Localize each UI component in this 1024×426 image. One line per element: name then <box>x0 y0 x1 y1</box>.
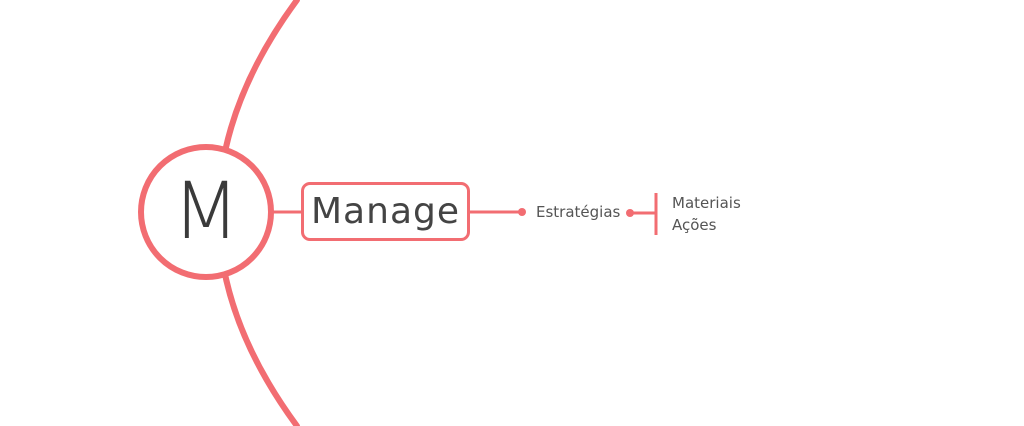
central-letter: M <box>172 167 240 257</box>
leaf-node-acoes[interactable]: Ações <box>672 216 717 234</box>
root-node[interactable]: Manage <box>301 182 470 241</box>
estrategias-dot <box>518 208 526 216</box>
branch-node-estrategias[interactable]: Estratégias <box>536 203 621 221</box>
root-node-label: Manage <box>311 191 460 232</box>
leaf-node-materiais[interactable]: Materiais <box>672 194 741 212</box>
